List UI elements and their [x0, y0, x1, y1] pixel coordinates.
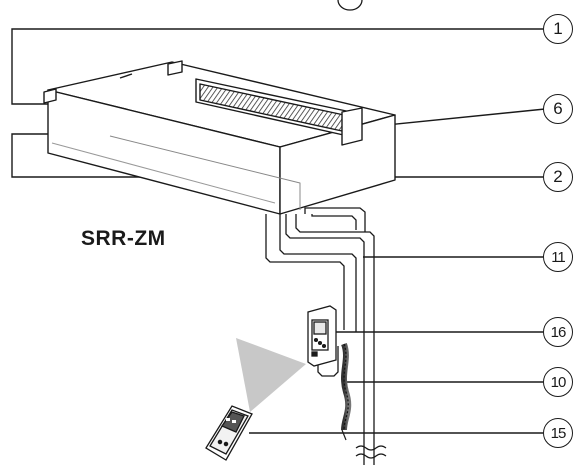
piping	[265, 207, 375, 465]
remote-control	[205, 405, 253, 461]
pipe-break-symbol	[355, 445, 387, 459]
callout-16: 16	[543, 317, 573, 347]
indoor-unit	[43, 60, 396, 215]
callout-11: 11	[543, 242, 573, 272]
callout-15: 15	[543, 418, 573, 448]
top-partial-callout	[337, 0, 363, 11]
callout-10: 10	[543, 367, 573, 397]
drain-hose	[341, 342, 352, 441]
model-label: SRR-ZM	[81, 227, 166, 250]
callout-6: 6	[543, 94, 573, 124]
callout-1: 1	[543, 14, 573, 44]
callout-2: 2	[543, 162, 573, 192]
ir-signal-cone	[236, 338, 306, 412]
receiver-box	[307, 305, 337, 367]
